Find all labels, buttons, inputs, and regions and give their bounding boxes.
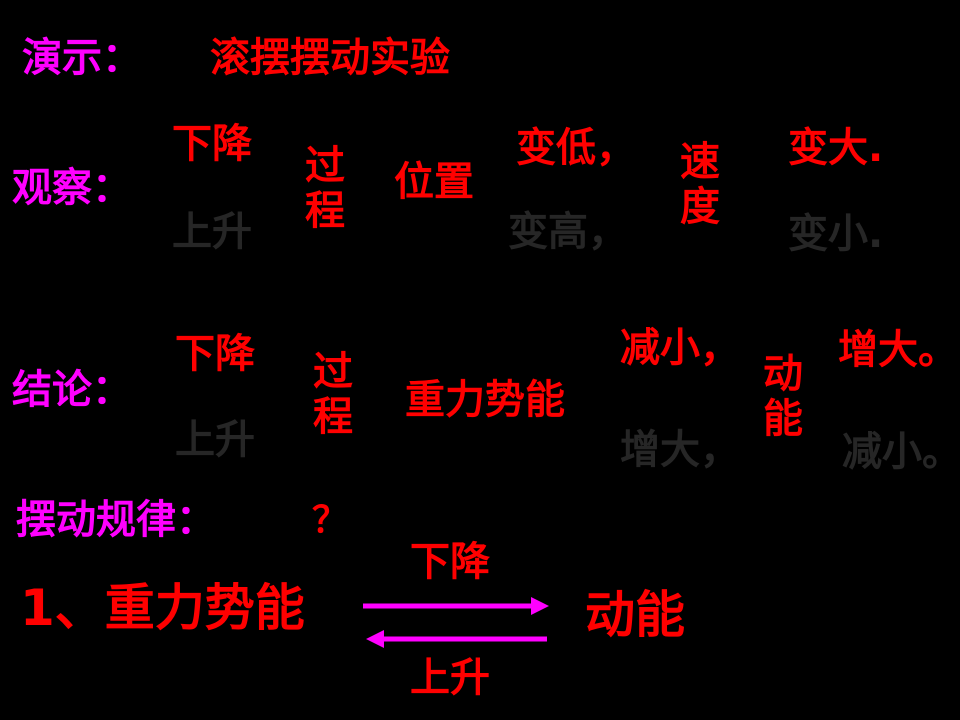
conclusion-process-char-2: 程 — [313, 393, 353, 440]
observe-process-char-2: 程 — [305, 187, 345, 234]
demo-title: 滚摆摆动实验 — [210, 35, 450, 81]
conclusion-ke-char-2: 能 — [763, 395, 803, 442]
arrow-right-icon — [363, 597, 549, 615]
conclusion-pe-up: 增大， — [620, 427, 740, 473]
observe-speed-char-1: 速 — [680, 139, 720, 185]
conversion-arrow-top-label: 下降 — [410, 539, 490, 585]
arrow-left-icon — [366, 630, 547, 648]
conclusion-ke-down: 增大。 — [838, 327, 958, 373]
observe-position: 位置 — [394, 159, 474, 205]
observe-label: 观察： — [12, 165, 132, 211]
demo-label: 演示： — [22, 35, 142, 81]
observe-process-down: 下降 — [172, 121, 252, 167]
conclusion-process-down: 下降 — [175, 331, 255, 377]
conversion-target: 动能 — [585, 586, 685, 644]
observe-speed-char-2: 度 — [680, 183, 720, 230]
conclusion-ke-up: 减小。 — [842, 429, 960, 475]
conclusion-process-char-1: 过 — [313, 349, 353, 395]
rule-question: ？ — [312, 500, 349, 541]
conversion-item: 1、重力势能 — [20, 579, 305, 637]
conclusion-gravity-pe: 重力势能 — [405, 377, 565, 423]
conversion-arrow-bottom-label: 上升 — [410, 655, 490, 701]
observe-process-word: 过 程 — [305, 144, 345, 234]
rule-label: 摆动规律： — [16, 497, 216, 543]
observe-speed-up: 变小. — [788, 211, 884, 257]
observe-position-down: 变低， — [516, 125, 636, 171]
conclusion-ke-word: 动 能 — [763, 352, 803, 442]
observe-speed-word: 速 度 — [680, 140, 720, 230]
conclusion-label: 结论： — [12, 367, 132, 413]
observe-process-up: 上升 — [172, 209, 252, 255]
conclusion-process-word: 过 程 — [313, 350, 353, 440]
conclusion-ke-char-1: 动 — [763, 351, 803, 397]
conclusion-process-up: 上升 — [175, 417, 255, 463]
observe-process-char-1: 过 — [305, 143, 345, 189]
observe-position-up: 变高， — [508, 209, 628, 255]
conclusion-pe-down: 减小， — [620, 325, 740, 371]
observe-speed-down: 变大. — [788, 125, 884, 171]
